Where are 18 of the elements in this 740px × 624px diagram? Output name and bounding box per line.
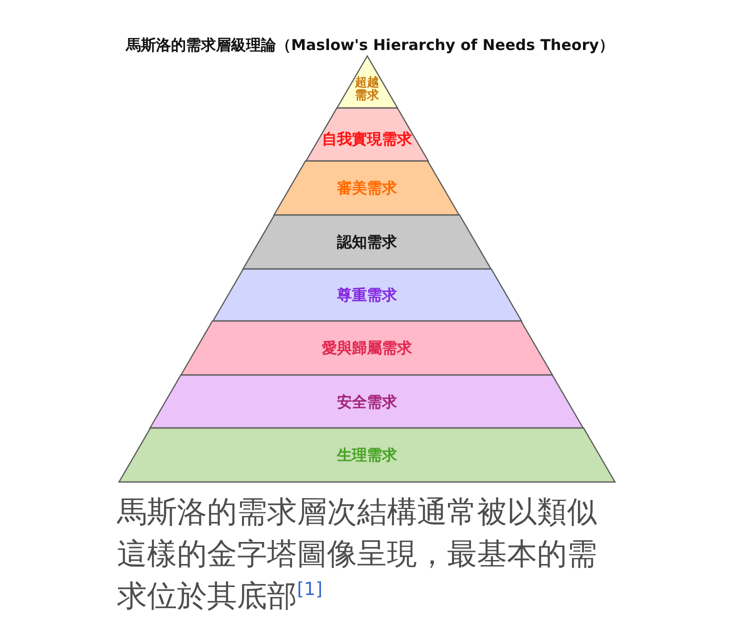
- tier-label: 超越需求: [354, 76, 380, 102]
- caption-text: 馬斯洛的需求層次結構通常被以類似這樣的金字塔圖像呈現，最基本的需求位於其底部$^{[1]}$: [117, 494, 598, 616]
- pyramid-tier: [119, 428, 615, 482]
- tier-label: 認知需求: [337, 233, 397, 251]
- pyramid-tier: [181, 321, 553, 375]
- tier-label: 安全需求: [336, 392, 397, 410]
- tier-label: 尊重需求: [336, 286, 397, 304]
- pyramid-tier: [243, 215, 491, 269]
- pyramid-tier: [212, 269, 522, 321]
- tier-label: 自我實現需求: [322, 130, 412, 148]
- footnote-link: [1]: [297, 579, 322, 600]
- tier-label: 審美需求: [336, 179, 397, 197]
- pyramid-tier: [274, 161, 460, 215]
- tier-label: 生理需求: [337, 446, 397, 464]
- pyramid-tier: [306, 108, 428, 161]
- tier-label: 愛與歸屬需求: [322, 339, 412, 357]
- diagram-title: 馬斯洛的需求層級理論（Maslow's Hierarchy of Needs Theory）: [126, 36, 614, 55]
- pyramid-tier: [150, 375, 584, 428]
